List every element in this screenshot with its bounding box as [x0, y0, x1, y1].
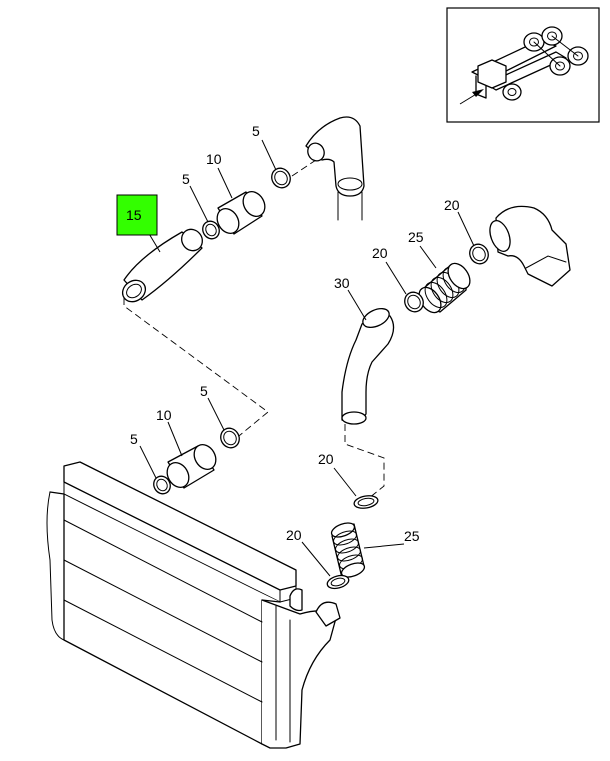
- right-upper-clamp-20[interactable]: [466, 241, 492, 267]
- callout-15[interactable]: 15: [116, 194, 158, 236]
- locator-inset: [446, 7, 600, 123]
- upper-clamp-left[interactable]: [200, 218, 223, 242]
- upper-clamp-right[interactable]: [268, 165, 294, 191]
- callout-10-upper[interactable]: 10: [206, 151, 222, 167]
- lower-right-clamp-lower[interactable]: [326, 573, 350, 590]
- callout-25-lower[interactable]: 25: [404, 528, 420, 544]
- right-elbow-outlet: [489, 205, 571, 287]
- callout-20-lower-upper[interactable]: 20: [318, 451, 334, 467]
- callout-5-upper-left[interactable]: 5: [182, 171, 190, 187]
- right-lower-clamp-20[interactable]: [401, 289, 427, 315]
- callout-5-lower-right[interactable]: 5: [200, 383, 208, 399]
- callout-15-highlight: [116, 194, 158, 236]
- callout-10-lower[interactable]: 10: [156, 407, 172, 423]
- inset-frame: [446, 7, 600, 123]
- lower-clamp-right[interactable]: [217, 425, 243, 451]
- callout-20-upper-right[interactable]: 20: [444, 197, 460, 213]
- hose-15[interactable]: [118, 225, 206, 306]
- callout-5-upper-right[interactable]: 5: [252, 123, 260, 139]
- right-bellows-25[interactable]: [415, 259, 475, 316]
- callout-leaders: [139, 139, 475, 577]
- callout-20-middle-right[interactable]: 20: [372, 245, 388, 261]
- lower-clamp-left[interactable]: [151, 473, 174, 497]
- callout-25-upper[interactable]: 25: [408, 229, 424, 245]
- lower-sleeve-10[interactable]: [163, 441, 220, 492]
- charge-air-cooler: [46, 461, 341, 749]
- callout-20-lower-lower[interactable]: 20: [286, 527, 302, 543]
- callout-5-lower-left[interactable]: 5: [130, 431, 138, 447]
- chassis-icon: [471, 26, 589, 101]
- lower-right-clamp-upper[interactable]: [353, 494, 379, 510]
- callout-15-label: 15: [126, 207, 142, 223]
- routing-lines: [123, 159, 385, 503]
- locator-arrow-icon: [459, 89, 484, 105]
- upper-sleeve-10[interactable]: [213, 188, 269, 238]
- upper-elbow-connector: [305, 116, 365, 221]
- callout-30[interactable]: 30: [334, 275, 350, 291]
- tube-30[interactable]: [341, 305, 395, 425]
- lower-right-bellows-25[interactable]: [330, 520, 367, 579]
